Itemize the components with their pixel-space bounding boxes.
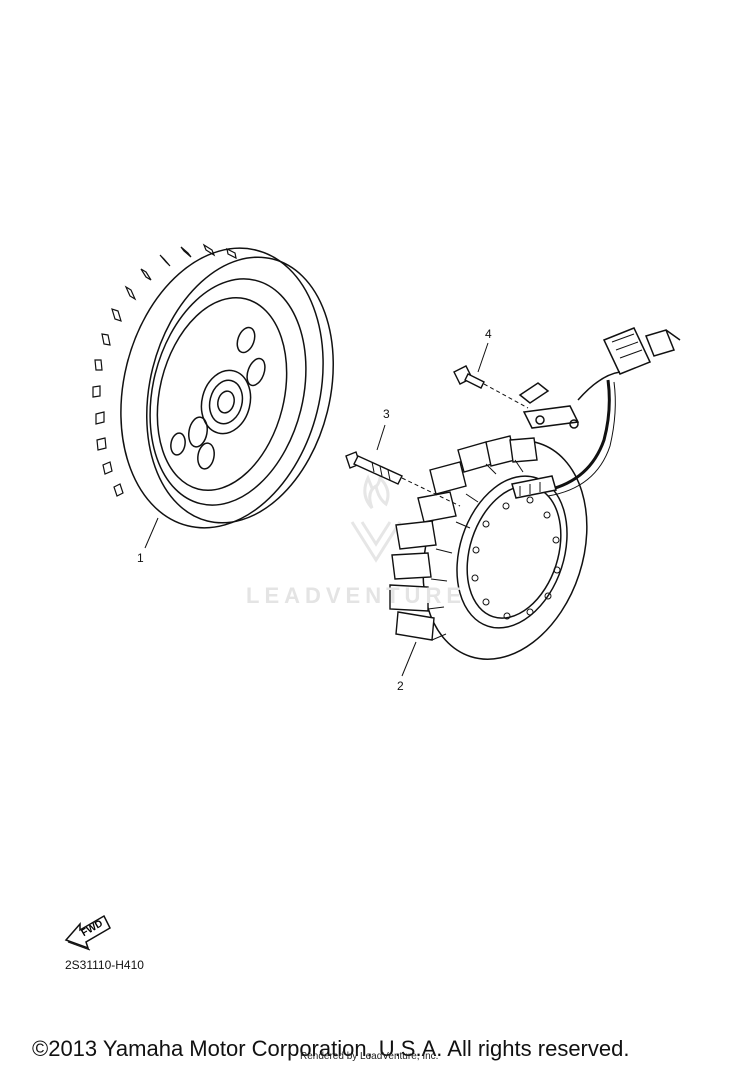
leader-line-1 (144, 517, 159, 549)
callout-1: 1 (137, 551, 144, 565)
leader-line-3 (376, 424, 386, 451)
screw-part-4 (453, 365, 529, 409)
diagram-code: 2S31110-H410 (65, 958, 144, 972)
callout-3: 3 (383, 407, 390, 421)
callout-4: 4 (485, 327, 492, 341)
bolt-part-3 (345, 451, 461, 507)
callout-2: 2 (397, 679, 404, 693)
watermark-text: LEADVENTURE (246, 583, 467, 608)
leader-line-4 (477, 342, 489, 373)
rotor-flywheel (92, 243, 334, 529)
leadventure-logo-icon (350, 474, 402, 563)
rendered-by-notice: Rendered by LeadVenture, Inc. (300, 1051, 439, 1062)
copyright-notice: ©2013 Yamaha Motor Corporation, U.S.A. A… (32, 1036, 630, 1061)
fwd-arrow-icon (64, 914, 111, 951)
stator-assembly (389, 327, 681, 660)
leader-line-2 (401, 641, 417, 677)
